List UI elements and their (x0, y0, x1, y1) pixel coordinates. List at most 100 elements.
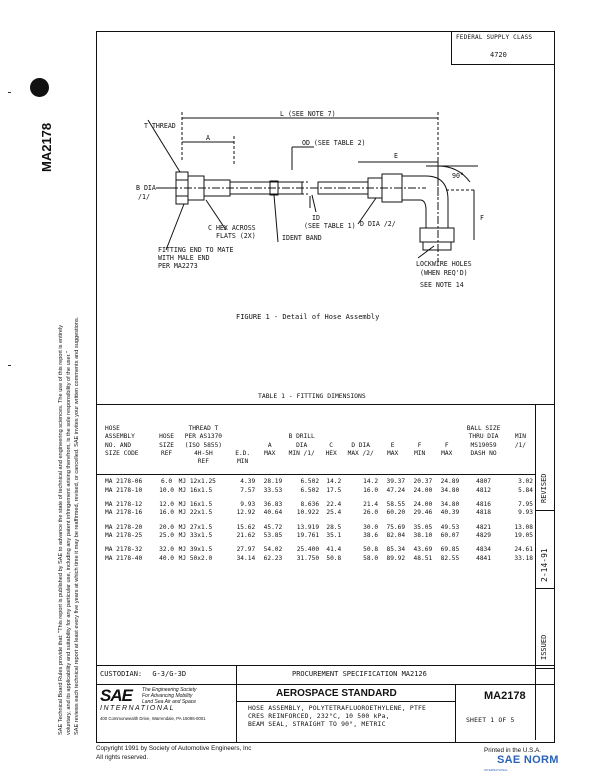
table-header-cell: BALL SIZE (466, 425, 501, 432)
sae-tagline-1: The Engineering Society (142, 687, 197, 693)
table-cell: 4812 (476, 486, 491, 494)
when-req-label: (WHEN REQ'D) (420, 269, 468, 277)
e-label: E (394, 152, 398, 160)
table-cell: 19.05 (514, 531, 533, 539)
table-top-border (96, 404, 555, 406)
table-cell: 40.64 (263, 509, 283, 517)
table-cell: 58.0 (363, 554, 379, 562)
table-header-cell (433, 458, 460, 466)
table-header-cell: HOSE (159, 433, 175, 441)
table-cell: 45.72 (263, 523, 283, 531)
table-cell: 22.4 (326, 501, 342, 509)
sae-tagline-3: Land Sea Air and Space (142, 699, 197, 705)
margin-tick (8, 92, 11, 93)
table-header-cell (320, 425, 342, 433)
table-cell: 3.02 (518, 478, 533, 486)
table-header-cell (229, 442, 256, 450)
table-cell: 13.919 (296, 523, 320, 531)
table-header-cell (104, 458, 155, 466)
revision-column-divider (535, 404, 537, 740)
bottom-block-divider (236, 665, 238, 742)
table-header-cell (320, 458, 342, 466)
custodian-value: G-3/G-3D (152, 670, 187, 678)
table-cell: 6.0 (160, 478, 173, 486)
table-header-cell (406, 425, 433, 433)
table-cell: 34.14 (236, 554, 256, 562)
table-cell: MJ 33x1.5 (178, 531, 213, 539)
table-header-cell (406, 458, 433, 466)
table-cell: 4821 (476, 523, 491, 531)
table-cell: 4818 (476, 509, 491, 517)
table-cell: 49.53 (440, 523, 460, 531)
table-header-cell (342, 433, 379, 441)
table-cell: 24.00 (413, 486, 433, 494)
table-cell: 6.502 (300, 486, 320, 494)
watermark-text: SAE NORM (497, 754, 559, 766)
table-header-cell: MS19059 (470, 441, 497, 449)
table-cell: 6.502 (300, 478, 320, 486)
table-header-cell: 4H-5H (194, 449, 213, 457)
table-header-cell: C (329, 441, 334, 449)
table-cell: 17.5 (326, 486, 342, 494)
table-cell: 12.0 (159, 501, 175, 509)
table-cell: 4841 (476, 554, 491, 562)
table-header-cell (379, 425, 406, 433)
table-cell: 5.84 (518, 486, 533, 494)
table-cell: 21.4 (363, 501, 379, 509)
table-cell: 43.69 (413, 546, 433, 554)
table-header-cell (406, 433, 433, 441)
l-note-label: L (SEE NOTE 7) (280, 110, 336, 118)
table-header-cell: ASSEMBLY (105, 433, 135, 441)
table-header-cell: MAX (441, 449, 453, 457)
table-header-cell: SIZE (159, 441, 175, 449)
t-thread-label: T THREAD (144, 122, 176, 130)
revision-divider (535, 668, 555, 670)
table-cell: MA 2178-10 (105, 486, 143, 494)
table-cell: 27.97 (236, 546, 256, 554)
table-cell: 47.24 (386, 486, 406, 494)
table-cell: MJ 16x1.5 (178, 501, 213, 509)
table-cell: MJ 27x1.5 (178, 523, 213, 531)
drawing-frame (96, 31, 555, 743)
table-cell: 24.00 (413, 501, 433, 509)
table-cell: 15.62 (236, 523, 256, 531)
hose-assembly-drawing: T THREAD L (SEE NOTE 7) A OD (SEE TABLE … (136, 110, 484, 289)
table-cell: 35.1 (326, 531, 342, 539)
table-header-cell (507, 458, 534, 466)
table-cell: 34.80 (440, 501, 460, 509)
table-cell: 20.37 (413, 478, 433, 486)
table-header-cell: B DRILL (288, 433, 315, 441)
revision-divider (535, 588, 555, 590)
custodian-key: CUSTODIAN: (100, 670, 143, 678)
table-cell: MA 2178-06 (105, 478, 143, 486)
table-cell: 10.922 (296, 509, 320, 517)
angle-label: 90° (452, 172, 464, 180)
table-header-cell (507, 425, 534, 433)
table-header-cell (433, 425, 460, 433)
table-cell: 48.51 (413, 554, 433, 562)
table-cell: 38.10 (413, 531, 433, 539)
table-cell: 60.20 (386, 509, 406, 517)
table-title: TABLE 1 - FITTING DIMENSIONS (258, 392, 366, 400)
federal-supply-class-label: FEDERAL SUPPLY CLASS (456, 34, 533, 41)
table-cell: 39.37 (386, 478, 406, 486)
table-cell: 14.2 (363, 478, 379, 486)
table-header-cell (342, 425, 379, 433)
table-cell: 30.0 (363, 523, 379, 531)
table-header-cell: PER AS1370 (184, 433, 223, 441)
table-cell: 50.8 (326, 554, 342, 562)
table-header-cell (256, 433, 283, 441)
table-header-cell: F (417, 441, 422, 449)
bottom-block-border (96, 665, 555, 667)
table-header-cell (283, 458, 320, 466)
table-header-cell (283, 425, 320, 433)
per-ma-label: PER MA2273 (158, 262, 198, 270)
table-header-cell (256, 425, 283, 433)
